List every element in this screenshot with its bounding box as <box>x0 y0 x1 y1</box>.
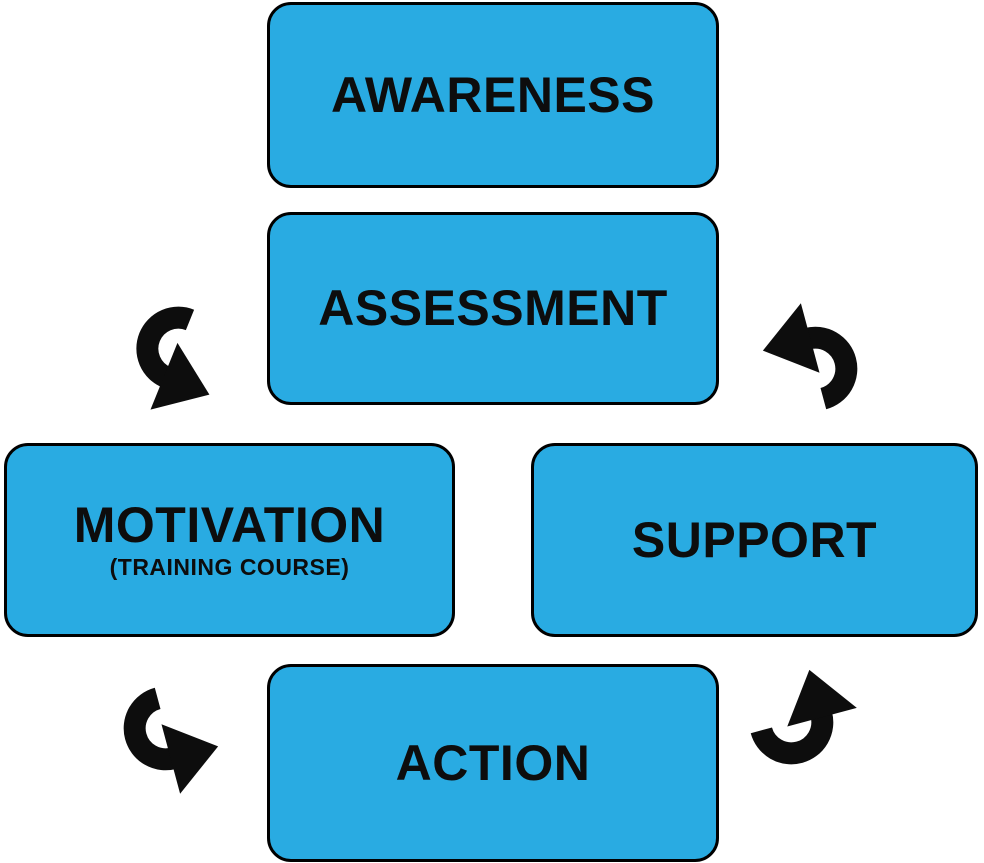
curved-arrow-up-icon <box>750 669 857 765</box>
curved-arrow-right-icon <box>123 687 219 794</box>
node-assessment: ASSESSMENT <box>267 212 719 405</box>
node-awareness-label: AWARENESS <box>330 66 655 123</box>
node-assessment-label: ASSESSMENT <box>318 280 668 337</box>
curved-arrow-left-icon <box>762 303 858 410</box>
node-support-label: SUPPORT <box>631 511 878 568</box>
node-action-label: ACTION <box>395 734 591 791</box>
node-motivation: MOTIVATION (TRAINING COURSE) <box>4 443 455 637</box>
curved-arrow-down-icon <box>136 306 210 410</box>
node-action: ACTION <box>267 664 719 862</box>
node-motivation-label: MOTIVATION <box>73 496 386 553</box>
node-awareness: AWARENESS <box>267 2 719 188</box>
node-support: SUPPORT <box>531 443 978 637</box>
node-motivation-sublabel: (TRAINING COURSE) <box>109 554 350 581</box>
